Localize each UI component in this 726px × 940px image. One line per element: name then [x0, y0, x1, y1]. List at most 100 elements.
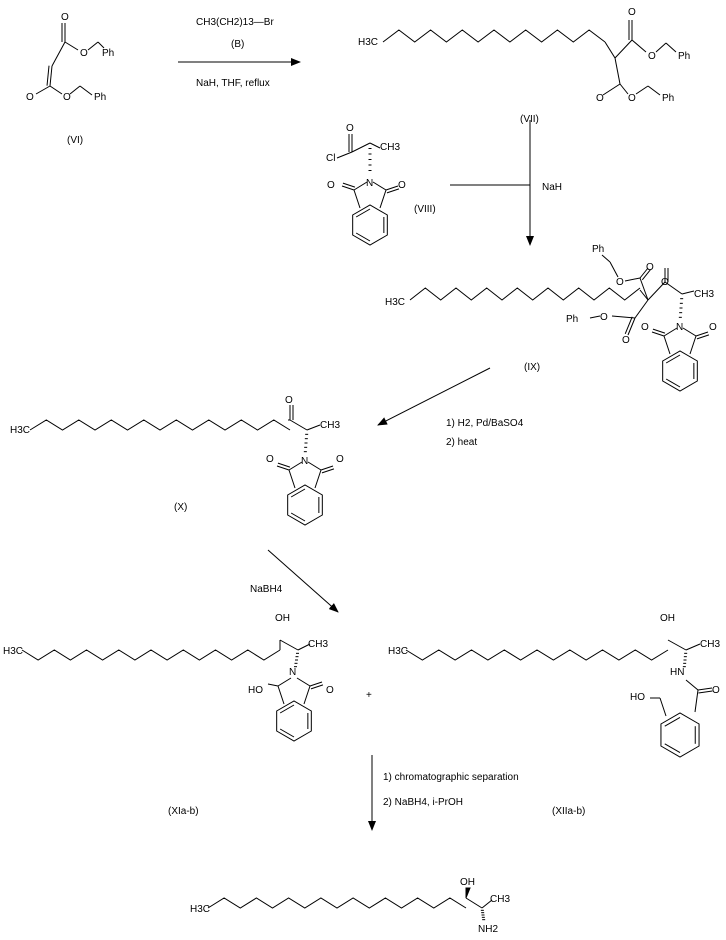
- bond: [685, 643, 701, 651]
- atom-o: O: [285, 395, 293, 406]
- atom-ph: Ph: [566, 314, 578, 325]
- bond: [289, 419, 308, 431]
- bond: [296, 677, 311, 687]
- bond: [698, 690, 713, 694]
- bond: [647, 85, 661, 96]
- atom-ho: HO: [248, 685, 263, 696]
- plus-sign: +: [366, 690, 372, 701]
- bond: [631, 39, 647, 53]
- bond: [307, 461, 322, 471]
- bond: [306, 424, 321, 431]
- bond: [667, 639, 687, 651]
- atom-oh: OH: [460, 877, 475, 888]
- bond: [697, 687, 713, 691]
- bond: [695, 331, 709, 337]
- benzene-ring: [287, 484, 323, 526]
- reaction-arrow: [267, 549, 339, 613]
- conditions-text: NaBH4: [250, 584, 283, 595]
- compound-label: (XIIa-b): [552, 806, 585, 817]
- reaction-arrow: [377, 367, 491, 426]
- atom-ph: Ph: [94, 92, 106, 103]
- compound-VI: O O Ph O O Ph (VI): [26, 12, 114, 146]
- atom-ph: Ph: [678, 51, 690, 62]
- bond: [309, 681, 323, 687]
- bond: [303, 685, 311, 705]
- bond: [627, 317, 636, 336]
- atom-ch3: CH3: [694, 289, 714, 300]
- bond: [69, 85, 81, 95]
- bond: [314, 469, 322, 489]
- stereo-wedge: [465, 887, 471, 899]
- atom-o: O: [646, 262, 654, 273]
- bond: [664, 743, 681, 754]
- bond: [267, 683, 279, 687]
- conditions-text: NaH: [542, 182, 562, 193]
- atom-o: O: [80, 48, 88, 59]
- compound-X: H3C O CH3 N O O (X): [10, 395, 344, 513]
- atom-o: O: [616, 277, 624, 288]
- atom-o: O: [346, 123, 354, 134]
- compound-label: (XIa-b): [168, 806, 199, 817]
- atom-o: O: [641, 322, 649, 333]
- atom-h3c: H3C: [358, 37, 378, 48]
- bond: [385, 185, 399, 191]
- bond: [624, 277, 641, 282]
- atom-ch3: CH3: [700, 639, 720, 650]
- conditions-text: 1) chromatographic separation: [383, 772, 519, 783]
- alkyl-chain: [21, 649, 281, 661]
- atom-ch3: CH3: [308, 639, 328, 650]
- bond: [609, 261, 619, 278]
- bond: [602, 83, 621, 96]
- atom-n: N: [366, 178, 373, 189]
- conditions-text: 1) H2, Pd/BaSO4: [446, 418, 524, 429]
- atom-h3c: H3C: [190, 904, 210, 915]
- bond: [279, 639, 299, 651]
- benzene-ring: [276, 700, 312, 742]
- atom-h3c: H3C: [10, 425, 30, 436]
- bond: [665, 42, 677, 53]
- compound-VII: H3C O O Ph O O Ph (VII): [358, 7, 690, 125]
- compound-label: (VI): [67, 135, 83, 146]
- bond: [682, 327, 697, 337]
- bond: [652, 328, 666, 334]
- atom-o: O: [596, 93, 604, 104]
- bond: [614, 39, 633, 59]
- atom-o: O: [628, 7, 636, 18]
- bond: [696, 334, 710, 340]
- atom-o: O: [709, 322, 717, 333]
- atom-o: O: [648, 51, 656, 62]
- bond: [341, 185, 355, 191]
- atom-cl: Cl: [326, 153, 335, 164]
- compound-VIII: O Cl CH3 N O O (VIII): [326, 123, 436, 215]
- bond: [372, 181, 387, 191]
- bond: [297, 643, 311, 651]
- alkyl-chain: [207, 897, 467, 909]
- bond: [663, 327, 678, 337]
- bond: [288, 461, 303, 471]
- bond: [321, 468, 335, 474]
- arrows: [178, 58, 534, 831]
- bond: [353, 189, 361, 209]
- bond: [465, 897, 483, 909]
- compound-XII: H3C OH CH3 HN HO O (XIIa-b): [388, 613, 720, 817]
- bond: [277, 462, 291, 468]
- bond: [310, 684, 324, 690]
- atom-ch3: CH3: [320, 420, 340, 431]
- atom-o: O: [398, 180, 406, 191]
- atom-n: N: [301, 456, 308, 467]
- bond: [290, 488, 306, 498]
- reagent-text: CH3(CH2)13—Br: [196, 17, 274, 28]
- bond: [639, 277, 649, 301]
- atom-o: O: [622, 335, 630, 346]
- atom-ch3: CH3: [380, 142, 400, 153]
- bond: [320, 465, 334, 471]
- bond: [589, 315, 601, 319]
- atom-o: O: [661, 277, 669, 288]
- conditions-text: 2) NaBH4, i-PrOH: [383, 797, 463, 808]
- bond: [79, 85, 93, 96]
- bond: [290, 512, 306, 522]
- bond: [276, 465, 290, 471]
- atom-o: O: [327, 180, 335, 191]
- bond: [353, 181, 368, 191]
